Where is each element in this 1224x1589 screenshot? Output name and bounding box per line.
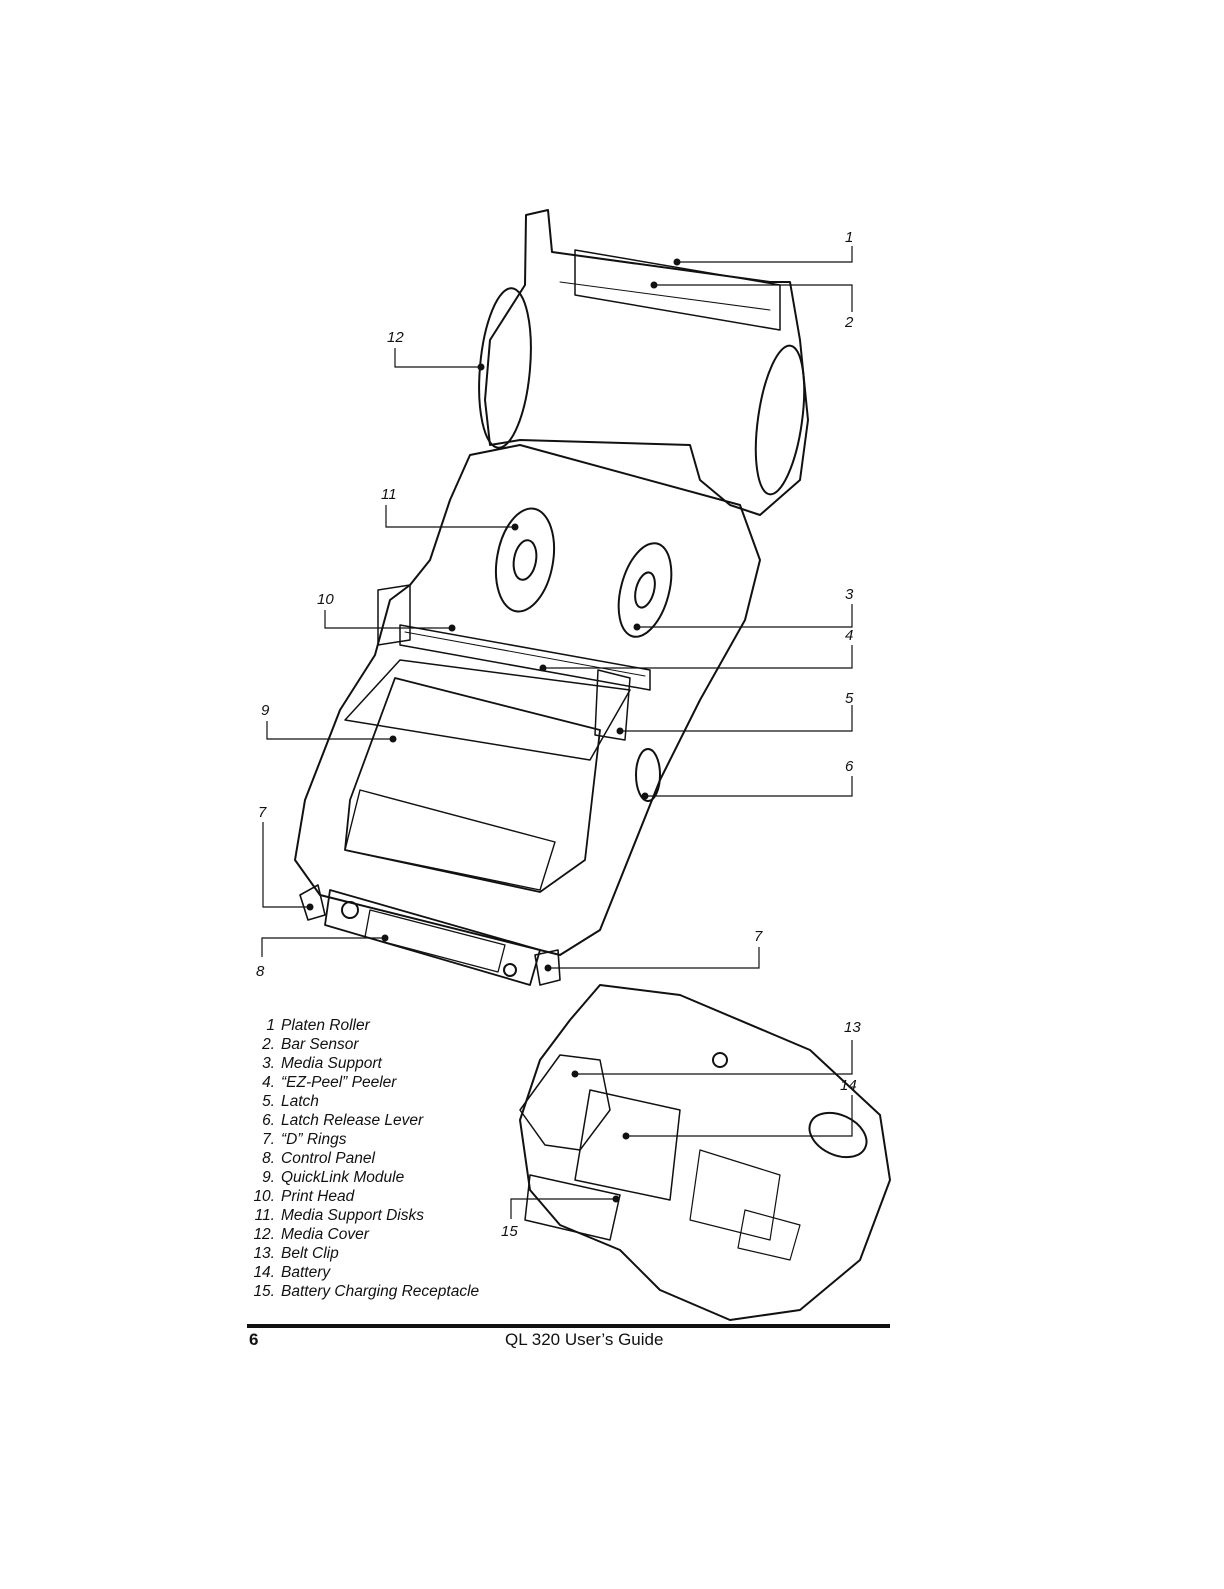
legend-label: Print Head [281, 1188, 355, 1205]
legend-number: 2. [262, 1036, 275, 1053]
callout-8: 8 [256, 963, 265, 980]
guide-title: QL 320 User’s Guide [505, 1330, 664, 1349]
legend-label: Latch Release Lever [281, 1112, 424, 1129]
callout-4: 4 [845, 627, 853, 644]
legend-label: Battery Charging Receptacle [281, 1283, 480, 1300]
legend-item: 12. Media Cover [248, 1225, 479, 1244]
page-number: 6 [249, 1330, 259, 1349]
legend-number: 9. [262, 1169, 275, 1186]
legend-label: Platen Roller [281, 1017, 370, 1034]
legend-item: 3. Media Support [248, 1054, 479, 1073]
callout-10: 10 [317, 591, 334, 608]
legend-number: 4. [262, 1074, 275, 1091]
legend-label: Media Support [281, 1055, 382, 1072]
legend-item: 14. Battery [248, 1263, 479, 1282]
legend-label: Belt Clip [281, 1245, 339, 1262]
legend-item: 11. Media Support Disks [248, 1206, 479, 1225]
legend-label: Control Panel [281, 1150, 375, 1167]
control-panel-shape [324, 889, 541, 986]
legend-item: 6. Latch Release Lever [248, 1111, 479, 1130]
legend-number: 1 [266, 1017, 275, 1034]
legend-number: 5. [262, 1093, 275, 1110]
callout-14: 14 [840, 1077, 857, 1094]
callout-9: 9 [261, 702, 270, 719]
quicklink-module-shape [344, 677, 601, 893]
legend-item: 10. Print Head [248, 1187, 479, 1206]
legend-label: “EZ-Peel” Peeler [281, 1074, 397, 1091]
legend-item: 7. “D” Rings [248, 1130, 479, 1149]
parts-legend: 1 Platen Roller 2. Bar Sensor 3. Media Supp… [248, 1016, 479, 1301]
legend-number: 3. [262, 1055, 275, 1072]
callout-5: 5 [845, 690, 854, 707]
legend-number: 6. [262, 1112, 275, 1129]
legend-number: 15. [253, 1283, 275, 1300]
footer-rule [247, 1324, 890, 1328]
callout-2: 2 [844, 314, 854, 331]
legend-label: Battery [281, 1264, 331, 1281]
print-head-shape [399, 624, 651, 691]
legend-number: 14. [253, 1264, 275, 1281]
legend-number: 12. [253, 1226, 275, 1243]
callout-12: 12 [387, 329, 404, 346]
legend-number: 11. [254, 1207, 275, 1224]
legend-label: Bar Sensor [281, 1036, 359, 1053]
legend-item: 4. “EZ-Peel” Peeler [248, 1073, 479, 1092]
media-cover-shape [484, 209, 809, 516]
legend-item: 8. Control Panel [248, 1149, 479, 1168]
legend-number: 8. [262, 1150, 275, 1167]
legend-label: QuickLink Module [281, 1169, 405, 1186]
callout-15: 15 [501, 1223, 518, 1240]
legend-item: 1 Platen Roller [248, 1016, 479, 1035]
callout-11: 11 [381, 486, 397, 503]
callout-7-right: 7 [754, 928, 763, 945]
legend-item: 5. Latch [248, 1092, 479, 1111]
callout-7-left: 7 [258, 804, 267, 821]
legend-number: 7. [262, 1131, 275, 1148]
legend-number: 13. [253, 1245, 275, 1262]
rear-view-shape [519, 984, 891, 1321]
callout-6: 6 [845, 758, 854, 775]
legend-item: 15. Battery Charging Receptacle [248, 1282, 479, 1301]
legend-label: Media Support Disks [281, 1207, 425, 1224]
legend-item: 2. Bar Sensor [248, 1035, 479, 1054]
legend-label: “D” Rings [281, 1131, 347, 1148]
callout-3: 3 [845, 586, 854, 603]
legend-item: 13. Belt Clip [248, 1244, 479, 1263]
legend-number: 10. [253, 1188, 275, 1205]
legend-label: Media Cover [281, 1226, 369, 1243]
printer-body-shape [294, 444, 761, 956]
callout-13: 13 [844, 1019, 861, 1036]
callout-1: 1 [845, 229, 853, 246]
legend-item: 9. QuickLink Module [248, 1168, 479, 1187]
legend-label: Latch [281, 1093, 319, 1110]
